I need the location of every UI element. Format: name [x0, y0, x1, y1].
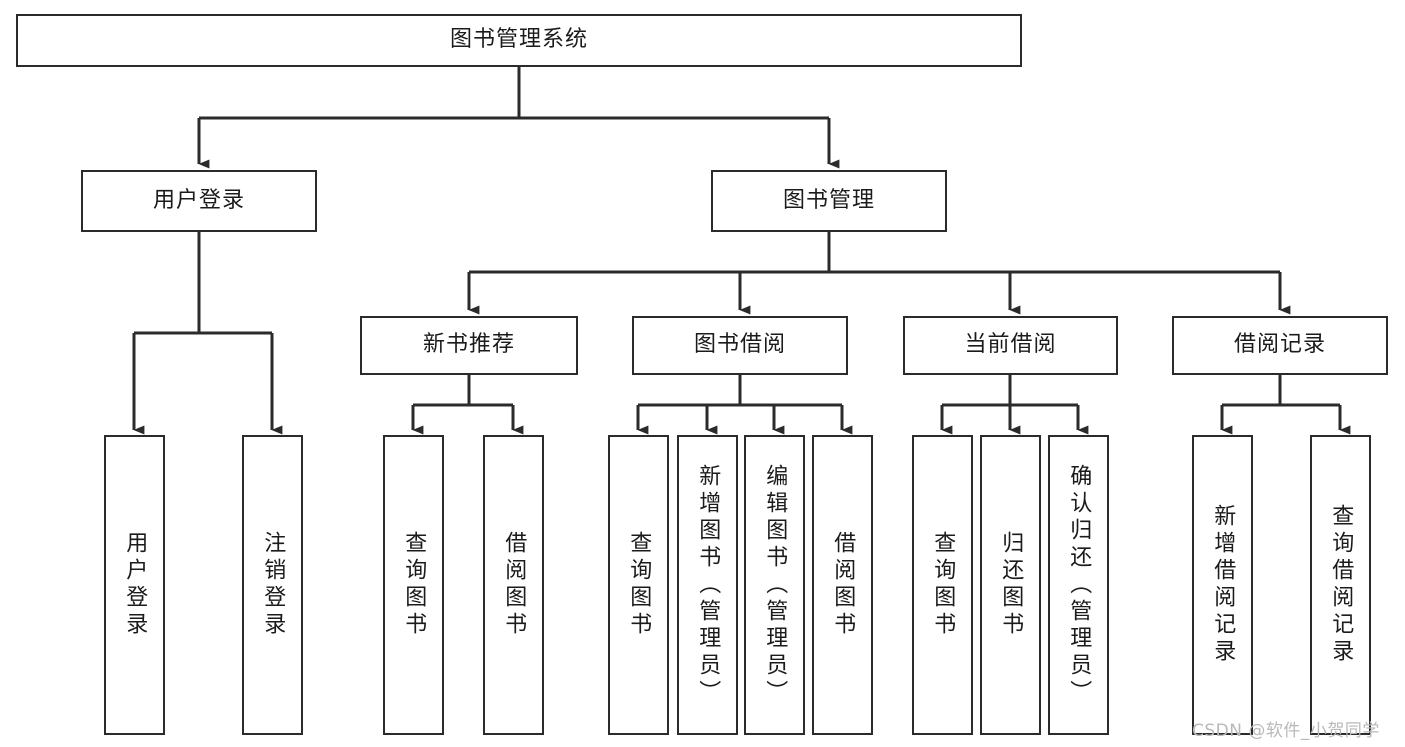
node-leaf-query-book-1[interactable]: 查询图书 — [383, 435, 444, 735]
node-book-manage[interactable]: 图书管理 — [711, 170, 947, 232]
node-leaf-add-book-label: 新增图书（管理员） — [695, 463, 721, 707]
node-leaf-query-book-3[interactable]: 查询图书 — [912, 435, 973, 735]
node-root[interactable]: 图书管理系统 — [16, 14, 1022, 67]
node-leaf-borrow-book-1-label: 借阅图书 — [501, 531, 527, 639]
node-leaf-add-record[interactable]: 新增借阅记录 — [1192, 435, 1253, 735]
node-leaf-logout[interactable]: 注销登录 — [242, 435, 303, 735]
node-leaf-query-book-1-label: 查询图书 — [401, 531, 427, 639]
node-leaf-query-book-3-label: 查询图书 — [930, 531, 956, 639]
node-leaf-logout-label: 注销登录 — [260, 531, 286, 639]
node-new-book-rec[interactable]: 新书推荐 — [360, 316, 578, 375]
node-user-login[interactable]: 用户登录 — [81, 170, 317, 232]
node-borrow-record-label: 借阅记录 — [1233, 332, 1326, 358]
node-leaf-add-record-label: 新增借阅记录 — [1210, 504, 1236, 666]
csdn-watermark: CSDN @软件_小贺同学 — [1192, 721, 1380, 741]
node-current-borrow-label: 当前借阅 — [964, 332, 1057, 358]
node-borrow-record[interactable]: 借阅记录 — [1172, 316, 1388, 375]
node-leaf-query-book-2-label: 查询图书 — [626, 531, 652, 639]
node-leaf-add-book[interactable]: 新增图书（管理员） — [677, 435, 738, 735]
node-leaf-query-record-label: 查询借阅记录 — [1328, 504, 1354, 666]
node-book-borrow[interactable]: 图书借阅 — [632, 316, 848, 375]
node-leaf-confirm-return[interactable]: 确认归还（管理员） — [1048, 435, 1109, 735]
node-leaf-return-book[interactable]: 归还图书 — [980, 435, 1041, 735]
node-leaf-borrow-book-2-label: 借阅图书 — [830, 531, 856, 639]
node-leaf-return-book-label: 归还图书 — [998, 531, 1024, 639]
node-leaf-user-login-label: 用户登录 — [122, 531, 148, 639]
node-current-borrow[interactable]: 当前借阅 — [903, 316, 1118, 375]
node-leaf-borrow-book-2[interactable]: 借阅图书 — [812, 435, 873, 735]
node-book-manage-label: 图书管理 — [782, 187, 875, 213]
node-leaf-borrow-book-1[interactable]: 借阅图书 — [483, 435, 544, 735]
node-new-book-rec-label: 新书推荐 — [422, 332, 515, 358]
node-user-login-label: 用户登录 — [152, 187, 245, 213]
node-leaf-query-book-2[interactable]: 查询图书 — [608, 435, 669, 735]
node-leaf-edit-book-label: 编辑图书（管理员） — [762, 463, 788, 707]
node-root-label: 图书管理系统 — [449, 27, 588, 53]
node-leaf-user-login[interactable]: 用户登录 — [104, 435, 165, 735]
node-leaf-query-record[interactable]: 查询借阅记录 — [1310, 435, 1371, 735]
node-book-borrow-label: 图书借阅 — [693, 332, 786, 358]
node-leaf-confirm-return-label: 确认归还（管理员） — [1066, 463, 1092, 707]
node-leaf-edit-book[interactable]: 编辑图书（管理员） — [744, 435, 805, 735]
